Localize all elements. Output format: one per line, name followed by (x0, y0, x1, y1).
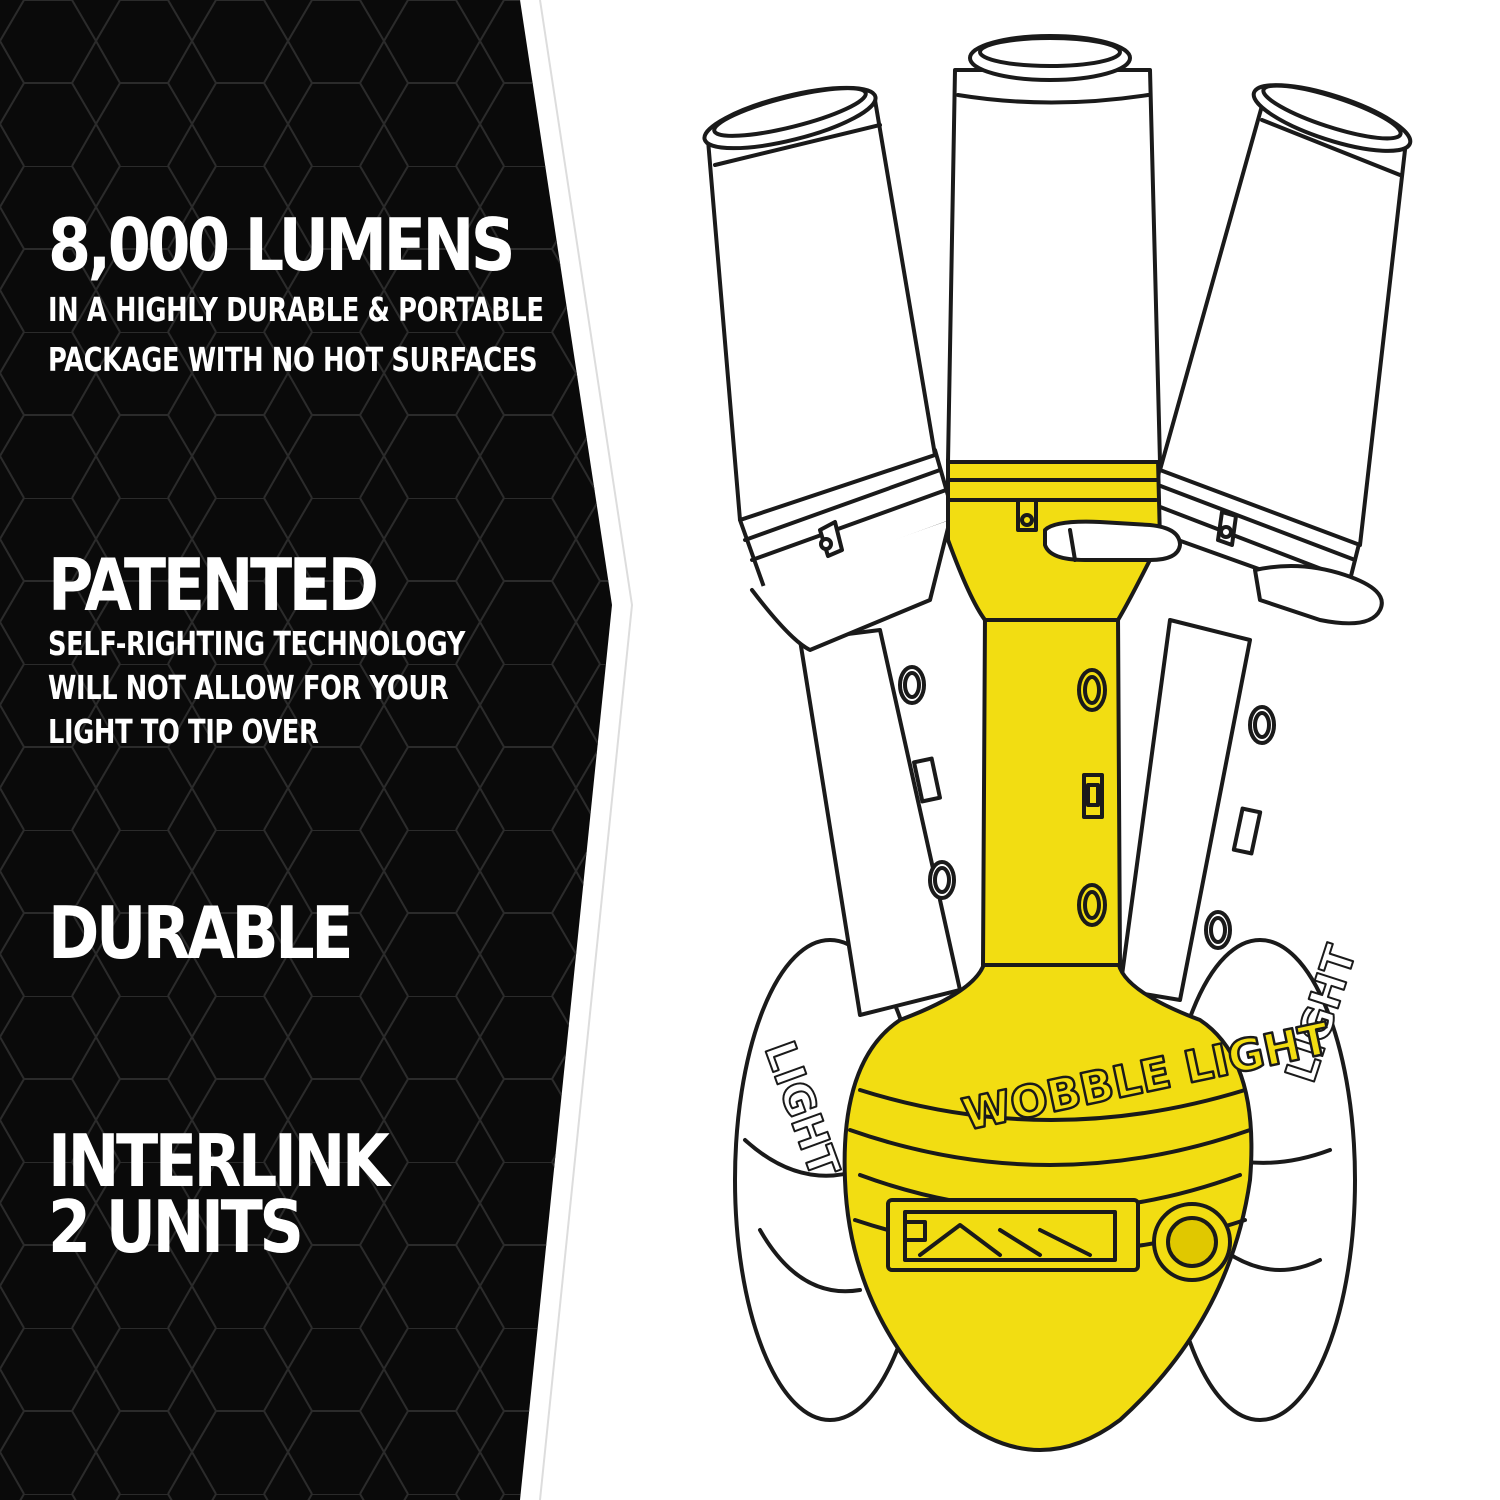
wobble-light-illustration: LIGHT LIGHT (702, 34, 1413, 1452)
hex-pattern (0, 0, 612, 1500)
feature-lumens-headline: 8,000 LUMENS (48, 203, 515, 287)
feature-lumens-line-2: PACKAGE WITH NO HOT SURFACES (48, 340, 538, 379)
feature-lumens: 8,000 LUMENS IN A HIGHLY DURABLE & PORTA… (48, 203, 683, 379)
feature-patented-line-2: WILL NOT ALLOW FOR YOUR (48, 668, 449, 707)
feature-patented: PATENTED SELF-RIGHTING TECHNOLOGY WILL N… (48, 543, 583, 751)
feature-patented-line-1: SELF-RIGHTING TECHNOLOGY (48, 624, 466, 663)
feature-interlink-headline-2: 2 UNITS (48, 1185, 304, 1269)
feature-patented-headline: PATENTED (48, 543, 379, 627)
center-light-unit: WOBBLE LIGHT (842, 34, 1336, 1452)
feature-interlink-headline-1: INTERLINK (48, 1119, 390, 1203)
feature-durable: DURABLE (48, 891, 399, 975)
feature-patented-line-3: LIGHT TO TIP OVER (48, 712, 319, 751)
feature-interlink: INTERLINK 2 UNITS (48, 1119, 442, 1269)
chevron-edge-line (539, 0, 634, 1500)
feature-durable-headline: DURABLE (48, 891, 354, 975)
feature-lumens-line-1: IN A HIGHLY DURABLE & PORTABLE (48, 290, 544, 329)
